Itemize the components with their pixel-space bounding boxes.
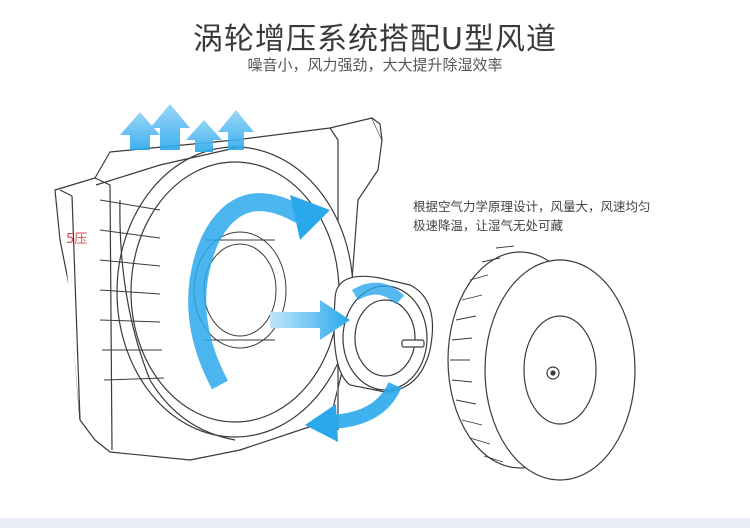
bottom-strip — [0, 518, 750, 528]
airflow-circular-arrow — [188, 193, 305, 390]
feature-description-line-1: 根据空气力学原理设计，风量大，风速均匀 — [413, 199, 651, 214]
housing-fins — [99, 199, 165, 381]
motor — [333, 275, 434, 393]
page-title: 涡轮增压系统搭配U型风道 — [193, 22, 557, 57]
airflow-arrowhead-top — [290, 195, 330, 240]
airflow-arrowhead-bottom — [305, 404, 338, 442]
feature-description: 根据空气力学原理设计，风量大，风速均匀 极速降温，让湿气无处可藏 — [413, 197, 683, 235]
inlet-rings — [193, 231, 287, 349]
page-subtitle: 噪音小，风力强劲，大大提升除湿效率 — [247, 56, 503, 74]
airflow-arrow-right — [270, 300, 350, 340]
feature-description-line-2: 极速降温，让湿气无处可藏 — [413, 218, 564, 233]
impeller-wheel — [447, 251, 636, 481]
watermark-text: 5压 — [66, 232, 88, 247]
impeller-blades — [450, 245, 515, 463]
airflow-up-arrows — [120, 104, 254, 152]
